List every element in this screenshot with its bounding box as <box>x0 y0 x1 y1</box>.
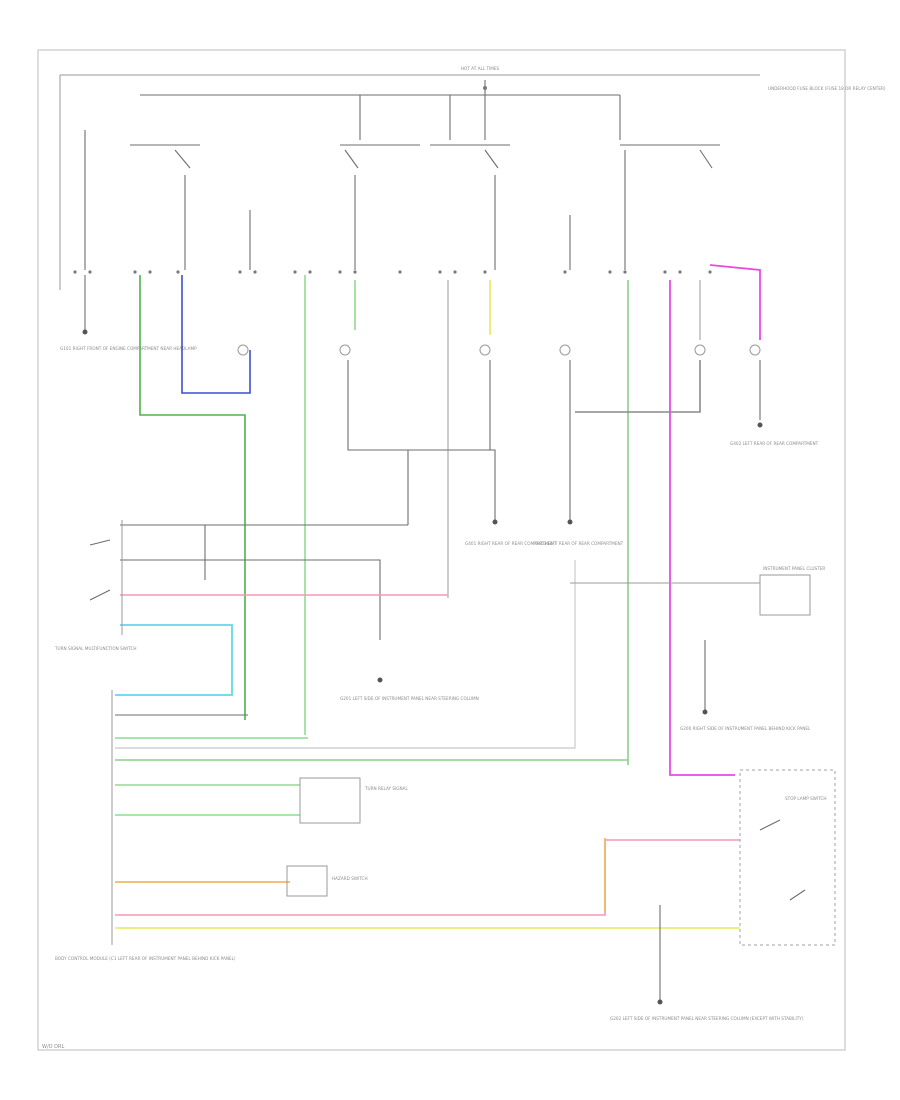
relay-2-contact <box>344 149 359 169</box>
stop-switch-contact-2 <box>789 889 806 901</box>
lamp-ground-wire-5 <box>575 360 701 413</box>
bcm-wire-8 <box>115 839 740 916</box>
diagram-frame <box>37 49 846 1051</box>
lamp-ground-wire-2 <box>408 449 496 520</box>
ground-icon <box>567 519 573 525</box>
top-bus-label: HOT AT ALL TIMES <box>461 66 500 71</box>
ground-mid-2-note: G403 LEFT REAR OF REAR COMPARTMENT <box>535 541 624 546</box>
left-ground-icon <box>82 329 88 335</box>
switch-contact-2 <box>89 589 111 601</box>
stop-switch-contact-1 <box>759 819 781 831</box>
diagram-frame-inner <box>37 49 846 1051</box>
wire-blue <box>181 275 251 394</box>
switch-assembly-label: TURN SIGNAL MULTIFUNCTION SWITCH <box>54 646 137 651</box>
switch-wire-2 <box>120 559 381 640</box>
relay-3-contact <box>484 149 499 169</box>
ground-icon <box>492 519 498 525</box>
relay-1-contact <box>174 149 191 169</box>
wire-magenta-right <box>669 280 735 776</box>
lamp-icon <box>694 344 706 356</box>
ground-right-note: G200 RIGHT SIDE OF INSTRUMENT PANEL BEHI… <box>680 726 811 731</box>
rear-lamps-note: G402 LEFT REAR OF REAR COMPARTMENT <box>730 441 819 446</box>
turn-relay-box <box>299 777 361 824</box>
lamp-icon <box>749 344 761 356</box>
ground-icon <box>657 999 663 1005</box>
bcm-label: BODY CONTROL MODULE (C1 LEFT REAR OF INS… <box>55 956 236 961</box>
lamp-icon <box>339 344 351 356</box>
ground-icon <box>702 709 708 715</box>
relay-4-contact <box>699 149 713 169</box>
ground-bottom-note: G202 LEFT SIDE OF INSTRUMENT PANEL NEAR … <box>610 1016 804 1021</box>
bus-splice <box>483 86 487 90</box>
ground-mid-1-note: G401 RIGHT REAR OF REAR COMPARTMENT <box>465 541 557 546</box>
ipc-box <box>759 574 811 616</box>
bcm-harness <box>111 560 740 945</box>
ground-icon <box>377 677 383 683</box>
bcm-wire-3 <box>115 560 576 749</box>
lamp-icon <box>559 344 571 356</box>
fuse-block-note: UNDERHOOD FUSE BLOCK (FUSE 18 OR RELAY C… <box>768 86 886 91</box>
hazard-switch-label: HAZARD SWITCH <box>332 876 368 881</box>
relay-note: TURN RELAY SIGNAL <box>364 786 409 791</box>
turn-signal-switch <box>89 520 448 696</box>
switch-contact-1 <box>89 539 111 546</box>
lamp-ground-wire-1 <box>347 360 409 525</box>
hazard-switch-box <box>286 865 328 897</box>
brake-switch-label: STOP LAMP SWITCH <box>785 796 827 801</box>
wire-green-left <box>139 275 246 720</box>
lamp-icon <box>237 344 249 356</box>
ground-icon <box>757 422 763 428</box>
ground-center-note: G201 LEFT SIDE OF INSTRUMENT PANEL NEAR … <box>340 696 479 701</box>
lamp-row <box>237 344 761 356</box>
lamp-icon <box>479 344 491 356</box>
footer-label: W/O DRL <box>42 1044 64 1050</box>
ipc-note: INSTRUMENT PANEL CLUSTER <box>763 566 825 571</box>
stop-lamp-switch-box <box>739 769 836 946</box>
left-ground-note: G101 RIGHT FRONT OF ENGINE COMPARTMENT N… <box>60 346 197 351</box>
switch-wire-cyan <box>115 624 233 696</box>
connector-row <box>73 270 712 274</box>
wire-magenta-top <box>709 264 761 340</box>
